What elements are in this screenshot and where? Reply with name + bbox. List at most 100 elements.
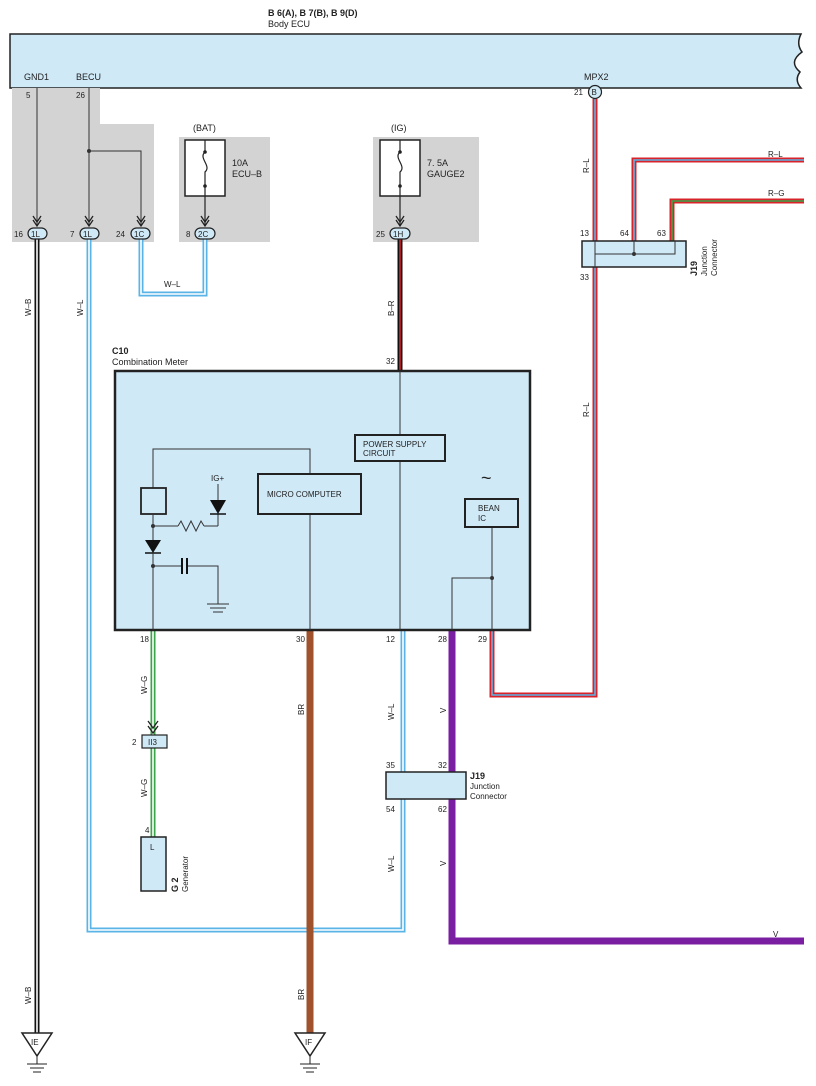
ecu-pin-5: 5 bbox=[26, 91, 31, 100]
svg-text:24: 24 bbox=[116, 230, 125, 239]
ecu-connectors-label: B 6(A), B 7(B), B 9(D) bbox=[268, 8, 358, 18]
wire-r-g-right-stripe bbox=[671, 200, 804, 241]
meter-pin-28: 28 bbox=[438, 635, 447, 644]
svg-text:64: 64 bbox=[620, 229, 629, 238]
svg-text:2: 2 bbox=[132, 738, 137, 747]
bean-ic-box bbox=[464, 498, 519, 528]
svg-text:W–L: W–L bbox=[76, 299, 85, 316]
meter-pin-18: 18 bbox=[140, 635, 149, 644]
svg-text:W–L: W–L bbox=[387, 703, 396, 720]
meter-pin-30: 30 bbox=[296, 635, 305, 644]
bean-ic-label-1: BEAN bbox=[478, 504, 500, 513]
svg-text:R–L: R–L bbox=[582, 402, 591, 417]
svg-text:1C: 1C bbox=[134, 230, 144, 239]
svg-text:1L: 1L bbox=[31, 230, 40, 239]
svg-text:R–L: R–L bbox=[768, 150, 783, 159]
ground-if: IF bbox=[293, 1032, 327, 1073]
svg-text:32: 32 bbox=[438, 761, 447, 770]
svg-text:B: B bbox=[592, 88, 597, 97]
meter-pin-12: 12 bbox=[386, 635, 395, 644]
j19-top-connector: 13 64 63 33 bbox=[580, 229, 687, 282]
generator-label: G 2 Generator bbox=[170, 856, 190, 892]
bat-fuse-name: ECU–B bbox=[232, 169, 262, 179]
power-supply-label-2: CIRCUIT bbox=[363, 449, 396, 458]
svg-text:B–R: B–R bbox=[387, 300, 396, 316]
svg-text:IF: IF bbox=[305, 1038, 312, 1047]
bat-supply-label: (BAT) bbox=[193, 123, 216, 133]
power-supply-label-1: POWER SUPPLY bbox=[363, 440, 427, 449]
meter-name: Combination Meter bbox=[112, 357, 188, 367]
power-supply-circuit-box bbox=[354, 434, 446, 462]
ecu-becu-label: BECU bbox=[76, 72, 101, 82]
ecu-title: Body ECU bbox=[268, 19, 310, 29]
svg-text:62: 62 bbox=[438, 805, 447, 814]
svg-text:33: 33 bbox=[580, 273, 589, 282]
svg-text:BR: BR bbox=[297, 704, 306, 715]
micro-computer-box bbox=[257, 473, 362, 515]
svg-text:54: 54 bbox=[386, 805, 395, 814]
junction-7: 1L 7 bbox=[70, 227, 100, 240]
micro-computer-label: MICRO COMPUTER bbox=[267, 490, 342, 499]
bean-ic-label-2: IC bbox=[478, 514, 486, 523]
svg-text:R–L: R–L bbox=[582, 158, 591, 173]
wire-r-l-bottom-stripe bbox=[491, 267, 596, 696]
svg-text:II3: II3 bbox=[148, 738, 157, 747]
wire-v bbox=[448, 630, 804, 945]
svg-text:4: 4 bbox=[145, 826, 150, 835]
ig-supply-label: (IG) bbox=[391, 123, 407, 133]
bean-ic-tilde: ~ bbox=[481, 468, 492, 488]
svg-text:J19: J19 bbox=[689, 261, 699, 276]
ig-fuse-name: GAUGE2 bbox=[427, 169, 465, 179]
svg-text:W–B: W–B bbox=[24, 299, 33, 316]
junction-16: 1L 16 bbox=[14, 227, 48, 240]
svg-text:35: 35 bbox=[386, 761, 395, 770]
svg-text:L: L bbox=[150, 843, 155, 852]
svg-text:W–L: W–L bbox=[164, 280, 181, 289]
svg-text:G 2: G 2 bbox=[170, 877, 180, 892]
ecu-grey-area bbox=[12, 88, 154, 242]
wire-r-g-right-base bbox=[669, 198, 804, 241]
svg-text:W–L: W–L bbox=[387, 855, 396, 872]
svg-text:R–G: R–G bbox=[768, 189, 784, 198]
svg-text:Junction: Junction bbox=[700, 246, 709, 276]
svg-text:W–G: W–G bbox=[140, 779, 149, 797]
svg-text:21: 21 bbox=[574, 88, 583, 97]
svg-text:W–B: W–B bbox=[24, 987, 33, 1004]
svg-text:8: 8 bbox=[186, 230, 191, 239]
ecu-internal-wiring bbox=[36, 88, 142, 226]
svg-text:16: 16 bbox=[14, 230, 23, 239]
svg-text:BR: BR bbox=[297, 989, 306, 1000]
j19-bottom-name2: Connector bbox=[470, 792, 507, 801]
svg-text:V: V bbox=[439, 707, 448, 713]
ecu-mpx2-label: MPX2 bbox=[584, 72, 609, 82]
svg-text:IE: IE bbox=[31, 1038, 39, 1047]
meter-pin-32: 32 bbox=[386, 357, 395, 366]
j19-bottom-connector: 35 32 54 62 bbox=[385, 761, 467, 814]
ecu-pin-26: 26 bbox=[76, 91, 85, 100]
svg-text:63: 63 bbox=[657, 229, 666, 238]
svg-text:7: 7 bbox=[70, 230, 75, 239]
svg-text:V: V bbox=[773, 930, 779, 939]
svg-text:Generator: Generator bbox=[181, 856, 190, 892]
ecu-mpx2-connector: 21 B bbox=[574, 84, 603, 100]
wire-labels: W–B W–L W–L B–R R–L R–L R–L R–G W–G W–G … bbox=[24, 150, 784, 1004]
arrowheads-ii3 bbox=[147, 720, 159, 735]
ii3-connector: II3 2 bbox=[132, 734, 168, 749]
meter-ig-plus: IG+ bbox=[211, 474, 224, 483]
body-ecu-box bbox=[9, 33, 804, 89]
svg-text:V: V bbox=[439, 860, 448, 866]
svg-text:25: 25 bbox=[376, 230, 385, 239]
j19-bottom-id: J19 bbox=[470, 771, 485, 781]
bat-fuse-rating: 10A bbox=[232, 158, 248, 168]
ground-ie: IE bbox=[20, 1032, 54, 1073]
junction-25: 1H 25 bbox=[376, 227, 411, 240]
j19-bottom-name1: Junction bbox=[470, 782, 500, 791]
ecu-gnd1-label: GND1 bbox=[24, 72, 49, 82]
ig-fuse-rating: 7. 5A bbox=[427, 158, 448, 168]
wire-r-l-right-stripe bbox=[633, 159, 804, 241]
meter-internal-circuit bbox=[140, 371, 494, 630]
generator-component: L 4 bbox=[140, 826, 167, 892]
svg-text:2C: 2C bbox=[198, 230, 208, 239]
svg-text:1H: 1H bbox=[393, 230, 403, 239]
